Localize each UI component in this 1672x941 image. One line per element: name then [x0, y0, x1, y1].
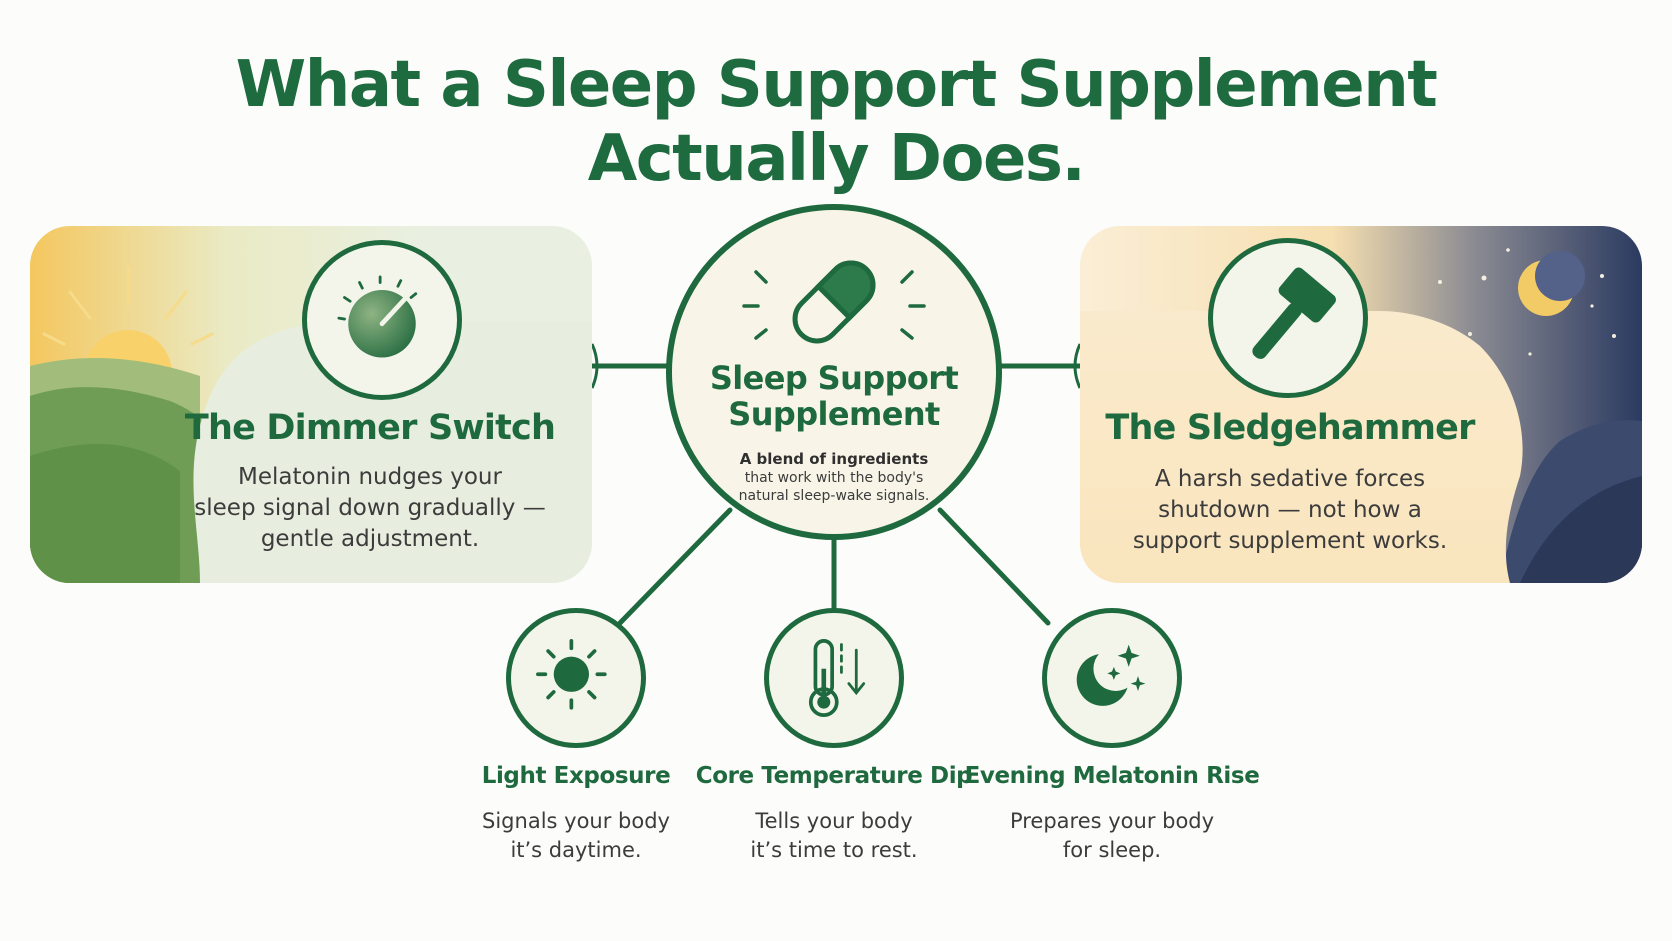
hub-subheading: A blend of ingredients: [739, 450, 929, 468]
panel-card-shape: [1080, 226, 1523, 583]
signal-light-exposure-line-1: Signals your body: [482, 809, 670, 833]
sun-rays: [42, 266, 214, 346]
thermometer-icon: [764, 608, 904, 748]
dimmer-switch-panel: The Dimmer Switch Melatonin nudges your …: [30, 226, 592, 583]
sledgehammer-text-line-2: shutdown — not how a: [1158, 497, 1422, 523]
signal-core-temperature-dip: Core Temperature Dip Tells your body it’…: [684, 608, 984, 862]
signal-core-temperature-title: Core Temperature Dip: [695, 763, 973, 789]
sun-icon: [506, 608, 646, 748]
signal-core-temperature-line-2: it’s time to rest.: [750, 838, 918, 862]
dimmer-switch-heading: The Dimmer Switch: [184, 408, 556, 448]
signal-light-exposure-title: Light Exposure: [481, 763, 671, 789]
crescent-moon: [1518, 251, 1585, 316]
dimmer-text-line-3: gentle adjustment.: [260, 526, 480, 552]
capsule-icon: [742, 260, 926, 344]
near-night-hill: [1520, 476, 1642, 583]
signal-evening-melatonin-title: Evening Melatonin Rise: [964, 763, 1260, 789]
title-line-2: Actually Does.: [587, 122, 1086, 196]
signal-light-exposure-text: Signals your body it’s daytime.: [426, 807, 726, 865]
dimmer-dial-icon: [302, 240, 462, 400]
signal-evening-melatonin-rise: Evening Melatonin Rise Prepares your bod…: [962, 608, 1262, 862]
dimmer-switch-description: Melatonin nudges your sleep signal down …: [180, 462, 560, 555]
sledgehammer-description: A harsh sedative forces shutdown — not h…: [1100, 464, 1480, 557]
sunrise-landscape-illustration: [30, 226, 592, 583]
sledgehammer-heading: The Sledgehammer: [1105, 408, 1475, 448]
hub-heading-line-1: Sleep Support: [709, 359, 959, 397]
dimmer-text-line-1: Melatonin nudges your: [238, 464, 502, 490]
signal-core-temperature-line-1: Tells your body: [755, 809, 913, 833]
sledgehammer-text-line-3: support supplement works.: [1132, 528, 1448, 554]
connector-light: [617, 507, 733, 626]
hub-heading-line-2: Supplement: [728, 395, 940, 433]
hub-heading: Sleep Support Supplement: [672, 360, 996, 432]
sledgehammer-panel: The Sledgehammer A harsh sedative forces…: [1080, 226, 1642, 583]
panel-card-shape: [193, 321, 592, 583]
signal-evening-melatonin-text: Prepares your body for sleep.: [962, 807, 1262, 865]
sleep-support-supplement-hub: Sleep Support Supplement A blend of ingr…: [666, 204, 1002, 540]
hammer-icon: [1208, 238, 1368, 398]
connector-right-cap: [1073, 343, 1082, 389]
sparkle-lines: [742, 270, 926, 340]
hub-description-line-2: natural sleep-wake signals.: [738, 488, 930, 504]
signal-core-temperature-text: Tells your body it’s time to rest.: [684, 807, 984, 865]
night-sky-illustration: [1080, 226, 1642, 583]
title-line-1: What a Sleep Support Supplement: [235, 48, 1438, 122]
sledgehammer-text-line-1: A harsh sedative forces: [1154, 466, 1426, 492]
hub-description: that work with the body's natural sleep-…: [672, 469, 996, 505]
hub-description-line-1: that work with the body's: [744, 470, 924, 486]
signal-light-exposure: Light Exposure Signals your body it’s da…: [426, 608, 726, 862]
connector-melatonin: [937, 507, 1051, 626]
night-stars: [1438, 248, 1616, 356]
near-hill: [30, 444, 180, 583]
signal-evening-melatonin-line-2: for sleep.: [1062, 838, 1162, 862]
moon-stars-icon: [1042, 608, 1182, 748]
signal-evening-melatonin-line-1: Prepares your body: [1009, 809, 1215, 833]
dimmer-text-line-2: sleep signal down gradually —: [194, 495, 546, 521]
signal-light-exposure-line-2: it’s daytime.: [510, 838, 642, 862]
page-title: What a Sleep Support Supplement Actually…: [0, 48, 1672, 196]
connector-left-cap: [590, 343, 599, 389]
